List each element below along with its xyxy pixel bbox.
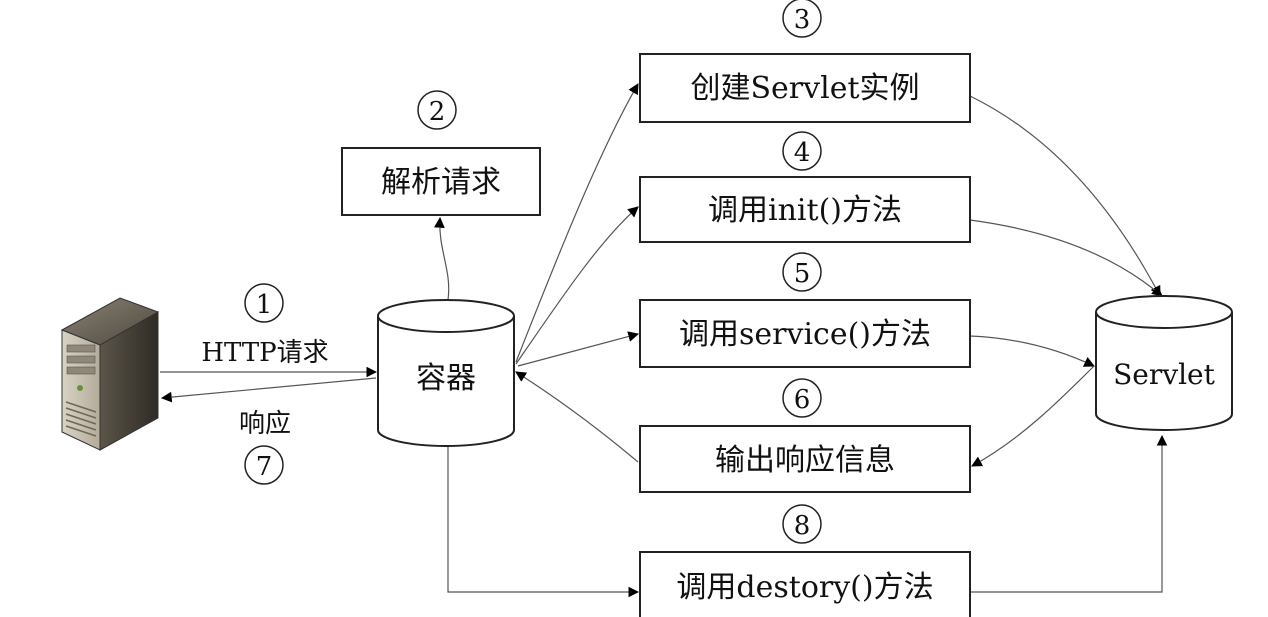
parse-request-box: 解析请求 xyxy=(341,147,541,216)
servlet-cylinder: Servlet xyxy=(1095,295,1233,431)
init-to-servlet-arrow xyxy=(969,219,1163,297)
parse-request-arrow xyxy=(434,216,450,301)
step-8-marker: 8 xyxy=(782,504,822,544)
step-6-marker: 6 xyxy=(782,378,822,418)
step-7-number: 7 xyxy=(256,452,273,482)
step-2-marker: 2 xyxy=(417,90,457,130)
create-instance-label: 创建Servlet实例 xyxy=(691,71,920,106)
step-5-marker: 5 xyxy=(782,252,822,292)
service-box: 调用service()方法 xyxy=(639,299,971,368)
service-to-servlet-arrow xyxy=(969,335,1095,367)
server-computer-icon xyxy=(60,297,160,451)
response-label: 响应 xyxy=(239,409,291,439)
step-1-number: 1 xyxy=(256,290,273,320)
destroy-to-servlet-arrow xyxy=(970,434,1168,593)
step-3-marker: 3 xyxy=(782,0,822,38)
response-arrow xyxy=(160,377,377,403)
container-cylinder: 容器 xyxy=(377,299,515,447)
step-5-number: 5 xyxy=(794,259,811,289)
container-label: 容器 xyxy=(416,361,476,396)
service-label: 调用service()方法 xyxy=(679,317,931,352)
destroy-box: 调用destory()方法 xyxy=(639,551,971,617)
output-response-box: 输出响应信息 xyxy=(639,425,971,493)
destroy-label: 调用destory()方法 xyxy=(676,570,933,605)
create-instance-box: 创建Servlet实例 xyxy=(639,53,971,123)
output-to-container-arrow xyxy=(515,371,639,463)
init-label: 调用init()方法 xyxy=(708,193,902,228)
service-arrow xyxy=(517,331,640,367)
init-arrow xyxy=(515,206,639,365)
servlet-to-output-arrow xyxy=(971,365,1095,467)
step-7-marker: 7 xyxy=(244,445,284,485)
destroy-arrow xyxy=(447,446,640,598)
output-response-label: 输出响应信息 xyxy=(715,443,895,478)
create-to-servlet-arrow xyxy=(969,95,1161,297)
step-2-number: 2 xyxy=(429,97,446,127)
step-6-number: 6 xyxy=(794,385,811,415)
step-1-marker: 1 xyxy=(244,283,284,323)
step-4-number: 4 xyxy=(794,138,811,168)
step-8-number: 8 xyxy=(794,511,811,541)
create-instance-arrow xyxy=(515,83,639,363)
servlet-label: Servlet xyxy=(1113,358,1215,391)
parse-request-label: 解析请求 xyxy=(381,165,501,200)
step-4-marker: 4 xyxy=(782,131,822,171)
init-box: 调用init()方法 xyxy=(639,176,971,243)
step-3-number: 3 xyxy=(794,5,811,35)
http-request-label: HTTP请求 xyxy=(201,338,328,368)
